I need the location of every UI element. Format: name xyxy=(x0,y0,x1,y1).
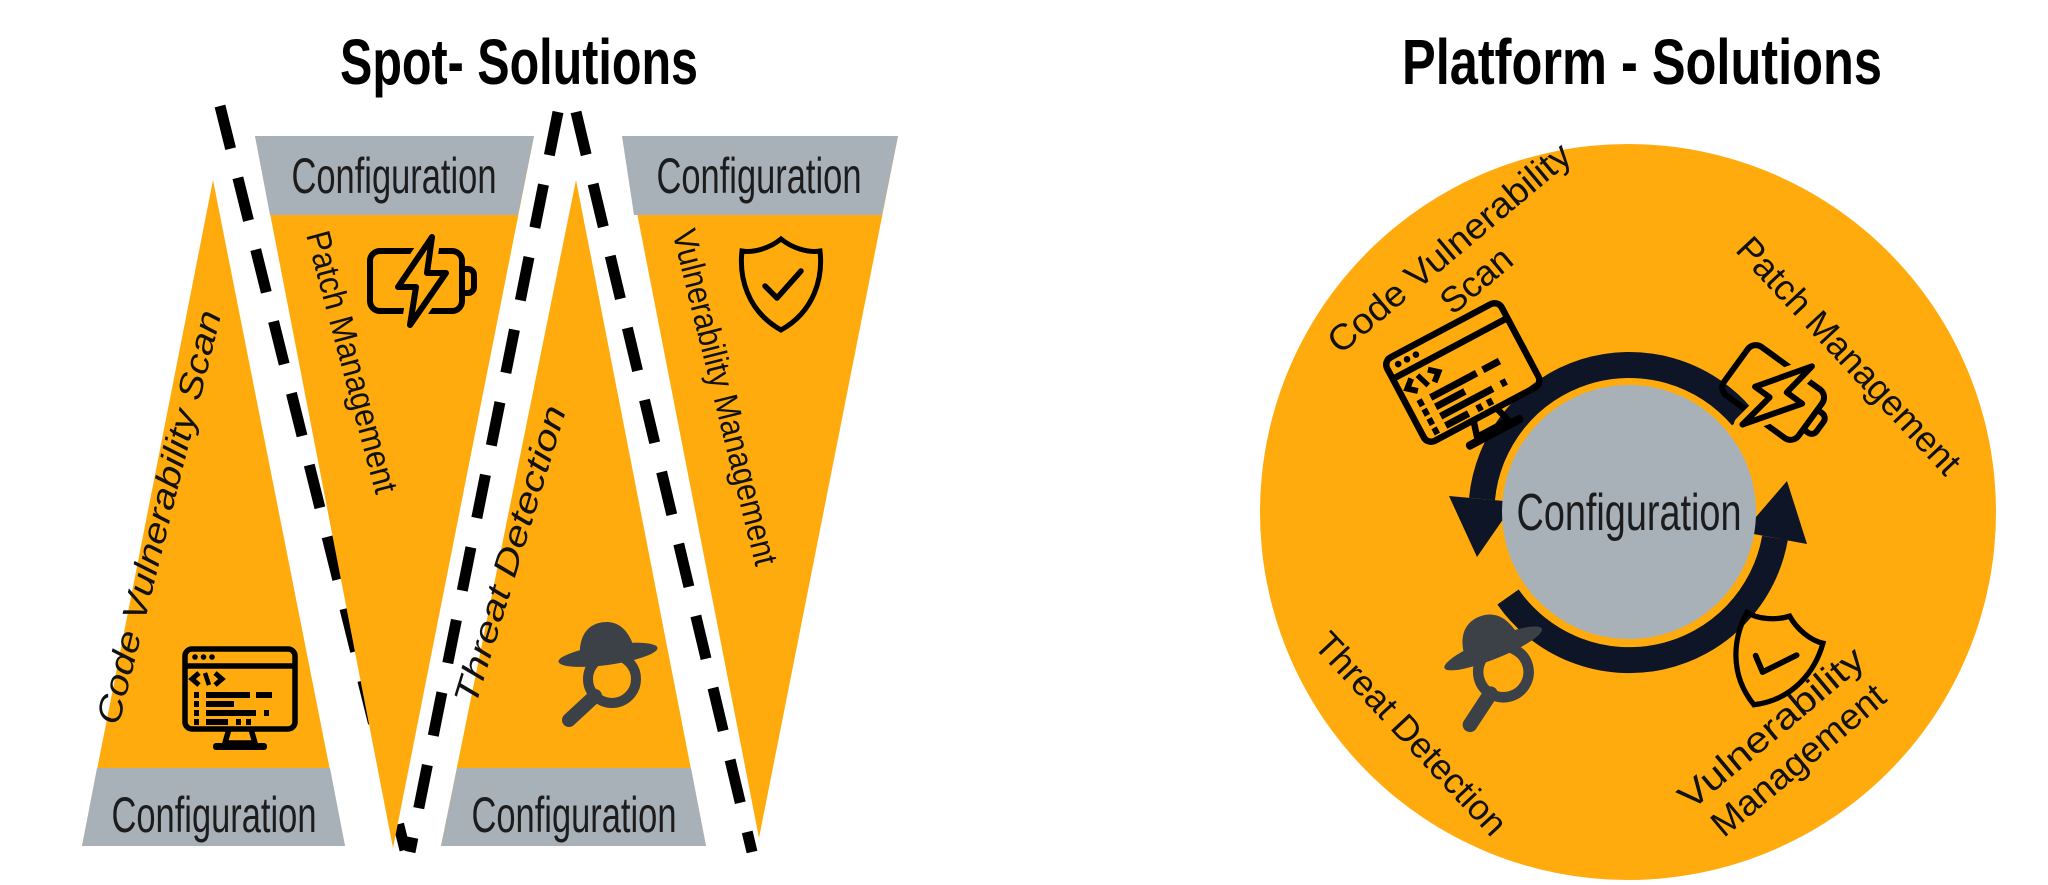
configuration-band xyxy=(441,768,706,846)
configuration-band-label: Configuration xyxy=(112,787,317,843)
platform-title: Platform - Solutions xyxy=(1402,26,1882,98)
configuration-band xyxy=(255,136,534,215)
configuration-band xyxy=(82,768,345,846)
configuration-band xyxy=(622,136,898,215)
wedge-body xyxy=(255,136,534,848)
spot-diagram: Spot- Solutions Configuration Code Vulne… xyxy=(82,26,898,854)
wedge-vulnerability-management: Configuration Vulnerability Management xyxy=(622,136,898,838)
cycle-arrows-icon xyxy=(1449,351,1807,674)
wedge-patch-management: Configuration Patch Management xyxy=(255,136,534,848)
configuration-hub-circle xyxy=(1502,385,1756,639)
platform-diagram: Platform - Solutions Configuration Code … xyxy=(1260,26,1996,880)
wedge-threat-detection: Configuration Threat Detection xyxy=(441,180,706,846)
dashed-line-3 xyxy=(570,110,758,854)
spot-title: Spot- Solutions xyxy=(340,26,698,98)
configuration-band-label: Configuration xyxy=(657,148,862,204)
dashed-separators xyxy=(214,104,758,854)
configuration-band-label: Configuration xyxy=(472,787,677,843)
dashed-line-1 xyxy=(214,104,411,852)
configuration-band-label: Configuration xyxy=(292,148,497,204)
wedge-body xyxy=(622,136,898,838)
dashed-line-2 xyxy=(404,110,564,854)
wedge-body xyxy=(82,180,345,846)
configuration-hub-label: Configuration xyxy=(1517,484,1742,542)
